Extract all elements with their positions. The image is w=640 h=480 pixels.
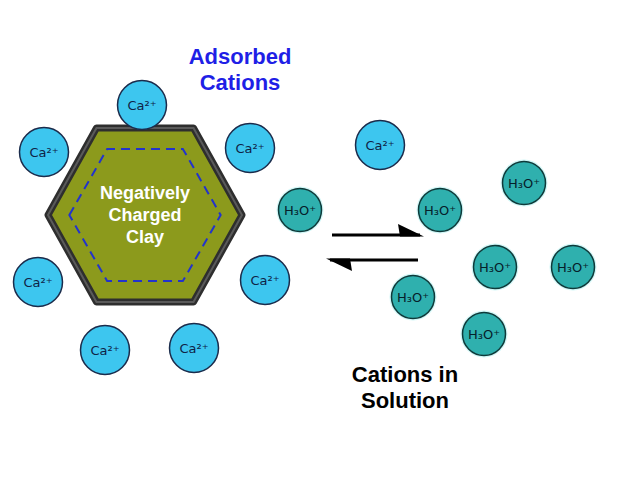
ion-circle	[226, 124, 275, 173]
hydronium-ion: H₃O⁺	[461, 311, 507, 357]
hydronium-ion: H₃O⁺	[472, 244, 518, 290]
text-holder: Ca²⁺	[90, 343, 119, 358]
clay-lattice	[69, 149, 220, 281]
ion-circle	[503, 162, 546, 205]
ion-glow	[277, 187, 324, 234]
ion-formula: Ca²⁺	[127, 98, 156, 113]
calcium-ion: Ca²⁺	[18, 126, 70, 178]
text-holder: H₃O⁺	[479, 260, 511, 275]
text-holder: Ca²⁺	[365, 138, 394, 153]
ion-formula: H₃O⁺	[468, 327, 500, 342]
ion-formula: H₃O⁺	[284, 203, 316, 218]
ion-formula: H₃O⁺	[397, 290, 429, 305]
text-holder: Ca²⁺	[250, 273, 279, 288]
text-holder: Ca²⁺	[179, 341, 208, 356]
ion-circle	[14, 258, 63, 307]
ion-formula: H₃O⁺	[508, 176, 540, 191]
ion-glow	[390, 274, 437, 321]
text-holder: H₃O⁺	[557, 260, 589, 275]
ion-circle	[241, 256, 290, 305]
text-holder: Ca²⁺	[235, 141, 264, 156]
hydronium-ion: H₃O⁺	[550, 244, 596, 290]
ion-formula: Ca²⁺	[235, 141, 264, 156]
ion-circle	[356, 121, 405, 170]
text-holder: H₃O⁺	[508, 176, 540, 191]
solution-heading: Cations in Solution	[325, 362, 485, 414]
hydronium-ion: H₃O⁺	[417, 187, 463, 233]
calcium-ion: Ca²⁺	[354, 119, 406, 171]
ion-formula: H₃O⁺	[424, 203, 456, 218]
clay-body	[48, 128, 242, 302]
calcium-ion: Ca²⁺	[12, 256, 64, 308]
text-holder: Ca²⁺	[23, 275, 52, 290]
ion-formula: Ca²⁺	[179, 341, 208, 356]
text-holder: H₃O⁺	[424, 203, 456, 218]
text-holder: H₃O⁺	[468, 327, 500, 342]
calcium-ion: Ca²⁺	[116, 79, 168, 131]
calcium-ion: Ca²⁺	[79, 324, 131, 376]
clay-hexagon: Negatively Charged Clay	[48, 128, 242, 302]
ion-circle	[419, 189, 462, 232]
ion-circle	[279, 189, 322, 232]
reverse-arrow-head	[326, 259, 352, 272]
ion-glow	[461, 311, 508, 358]
text-holder: H₃O⁺	[397, 290, 429, 305]
ion-formula: Ca²⁺	[23, 275, 52, 290]
ion-circle	[118, 81, 167, 130]
hydronium-ion: H₃O⁺	[390, 274, 436, 320]
ion-formula: Ca²⁺	[250, 273, 279, 288]
text-holder: Ca²⁺	[29, 145, 58, 160]
ion-formula: H₃O⁺	[479, 260, 511, 275]
text-holder: Ca²⁺	[127, 98, 156, 113]
text-holder: Negatively Charged Clay	[89, 182, 201, 248]
ion-circle	[552, 246, 595, 289]
calcium-ion: Ca²⁺	[224, 122, 276, 174]
ion-circle	[463, 313, 506, 356]
ion-glow	[417, 187, 464, 234]
clay-label: Negatively Charged Clay	[89, 182, 201, 248]
forward-arrow-head	[398, 224, 424, 237]
ion-formula: Ca²⁺	[29, 145, 58, 160]
adsorbed-heading: Adsorbed Cations	[170, 44, 310, 96]
ion-formula: Ca²⁺	[90, 343, 119, 358]
clay-rim	[48, 128, 242, 302]
ion-circle	[170, 324, 219, 373]
ion-glow	[501, 160, 548, 207]
text-holder: H₃O⁺	[284, 203, 316, 218]
ion-circle	[81, 326, 130, 375]
ion-formula: H₃O⁺	[557, 260, 589, 275]
ion-circle	[392, 276, 435, 319]
ion-circle	[20, 128, 69, 177]
ion-circle	[474, 246, 517, 289]
ion-glow	[550, 244, 597, 291]
ion-formula: Ca²⁺	[365, 138, 394, 153]
calcium-ion: Ca²⁺	[239, 254, 291, 306]
calcium-ion: Ca²⁺	[168, 322, 220, 374]
hydronium-ion: H₃O⁺	[501, 160, 547, 206]
ion-glow	[472, 244, 519, 291]
hydronium-ion: H₃O⁺	[277, 187, 323, 233]
